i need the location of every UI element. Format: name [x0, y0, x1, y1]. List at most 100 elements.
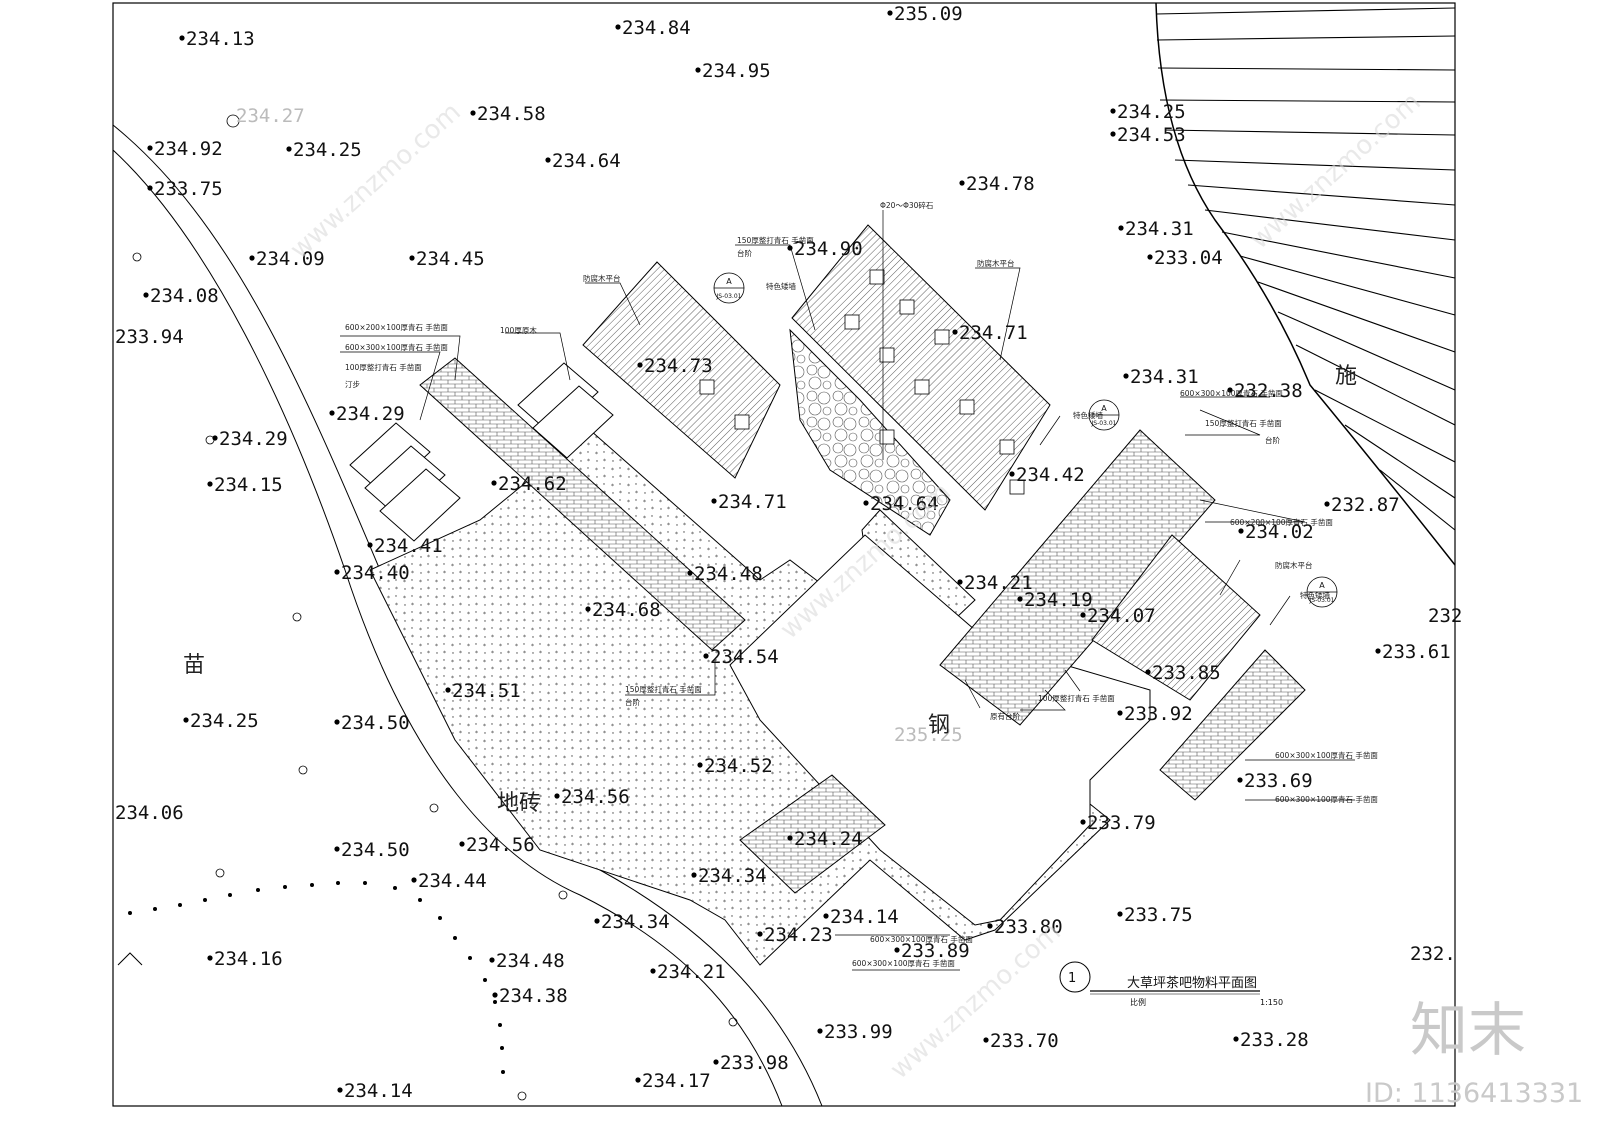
elevation-point-marker [1324, 501, 1330, 507]
elevation-point-marker [1145, 669, 1151, 675]
zone-labels: 苗 施 地砖 钢 [183, 364, 1357, 816]
elevation-label: 234.21 [964, 572, 1033, 594]
callout-1-bottom: JS-03.01 [716, 293, 742, 300]
note-deck-3: 防腐木平台 [1275, 560, 1313, 570]
stone-steps-right [939, 429, 1216, 726]
elevation-label: 234.15 [214, 474, 283, 496]
note-stone-600x300-r: 600×300×100厚青石 手凿面 [1180, 388, 1283, 398]
elevation-point-marker [691, 872, 697, 878]
note-gravel: Φ20～Φ30碎石 [880, 200, 934, 210]
timber-deck-left [582, 261, 781, 479]
callout-2-top: A [1101, 404, 1107, 413]
elevation-point-marker [492, 992, 498, 998]
elevation-point-marker [334, 846, 340, 852]
elevation-label: 233.98 [720, 1052, 789, 1074]
leader-lines [340, 210, 1355, 971]
drawing-title: 大草坪茶吧物料平面图 [1127, 975, 1257, 991]
note-stone-600x300-b1: 600×300×100厚青石 手凿面 [870, 934, 973, 944]
elevation-label: 234.17 [642, 1070, 711, 1092]
elevation-label: 233.61 [1382, 641, 1451, 663]
elevation-point-marker [757, 931, 763, 937]
elevation-point-marker [615, 24, 621, 30]
elevation-label: 233.85 [1152, 662, 1221, 684]
elevation-point-marker [334, 719, 340, 725]
elevation-point-marker [1147, 254, 1153, 260]
elevation-point-marker [952, 329, 958, 335]
elevation-label: 234.48 [496, 950, 565, 972]
elevation-point-marker [695, 67, 701, 73]
scale-label: 比例 [1130, 997, 1146, 1007]
note-stone-150-r: 150厚整打青石 手凿面 [1205, 418, 1282, 428]
note-stone-600x300-b2: 600×300×100厚青石 手凿面 [852, 958, 955, 968]
elevation-point-marker [1117, 911, 1123, 917]
elevation-point-marker [703, 653, 709, 659]
elevation-point-marker [207, 481, 213, 487]
slope-hatch [1155, 2, 1456, 566]
elevation-point-marker [1017, 596, 1023, 602]
zone-label-construction: 施 [1335, 364, 1357, 389]
zone-label-floor-tile: 地砖 [497, 791, 541, 816]
elevation-label: 233.75 [154, 178, 223, 200]
elevation-label: 233.89 [901, 940, 970, 962]
elevation-point-marker [983, 1037, 989, 1043]
elevation-label: 234.07 [1087, 605, 1156, 627]
elevation-point-marker [1375, 648, 1381, 654]
elevation-label: 234.34 [698, 865, 767, 887]
stone-walkway-a [419, 357, 746, 651]
note-feature-wall-3: 特色矮墙 [1300, 590, 1330, 600]
elevation-label: 232.38 [1234, 380, 1303, 402]
elevation-label: 234.23 [764, 924, 833, 946]
note-stone-600x300-fr2: 600×300×100厚青石 手凿面 [1275, 794, 1378, 804]
elevation-point-marker [1009, 471, 1015, 477]
elevation-label: 234.48 [694, 563, 763, 585]
elevation-label: 233.70 [990, 1030, 1059, 1052]
note-stepping: 汀步 [345, 380, 360, 389]
elevation-point-marker [147, 185, 153, 191]
title-block [1059, 961, 1260, 995]
elevation-point-marker [143, 292, 149, 298]
callout-1-top: A [726, 277, 732, 286]
elevation-label: 235.09 [894, 3, 963, 25]
note-steps-c: 台阶 [625, 697, 640, 707]
elevation-point-marker [823, 913, 829, 919]
elevation-label: 234.40 [341, 562, 410, 584]
note-existing-steps: 原有台阶 [990, 711, 1020, 721]
stepping-stones [349, 362, 614, 542]
elevation-point-marker [817, 1028, 823, 1034]
note-stone-100-c: 100厚整打青石 手凿面 [1038, 693, 1115, 703]
zone-label-nursery: 苗 [183, 653, 205, 678]
timber-deck-center [791, 224, 1051, 511]
tables [699, 269, 1025, 495]
elevation-label: 235.25 [894, 724, 963, 746]
elevation-label: 232.87 [1331, 494, 1400, 516]
elevation-label: 233.92 [1124, 703, 1193, 725]
elevation-point-marker [585, 606, 591, 612]
note-deck-1: 防腐木平台 [977, 258, 1015, 268]
title-index-circle [1059, 961, 1091, 993]
elevation-point-marker [470, 110, 476, 116]
title-index: 1 [1068, 971, 1076, 986]
elevation-point-marker [687, 570, 693, 576]
elevation-point-marker [787, 245, 793, 251]
elevation-point-marker [334, 569, 340, 575]
timber-deck-right [1091, 534, 1261, 701]
elevation-label: 234.50 [341, 839, 410, 861]
elevation-label: 233.04 [1154, 247, 1223, 269]
material-notes: 150厚整打青石 手凿面 台阶 Φ20～Φ30碎石 防腐木平台 防腐木平台 60… [345, 200, 1378, 968]
trees [132, 114, 738, 1101]
watermark-id: ID: 1136413331 [1365, 1078, 1583, 1109]
elevation-label: 234.52 [704, 755, 773, 777]
scale-value: 1:150 [1260, 998, 1283, 1007]
elevation-point-marker [713, 1059, 719, 1065]
elevation-point-marker [459, 841, 465, 847]
callout-3-bottom: JS-03.01 [1309, 597, 1335, 604]
elevation-point-marker [489, 957, 495, 963]
elevation-point-marker [183, 717, 189, 723]
elevation-label: 234.68 [592, 599, 661, 621]
elevation-label: 234.62 [498, 473, 567, 495]
elevation-point-marker [554, 793, 560, 799]
elevation-label: 234.44 [418, 870, 487, 892]
elevation-label: 233.79 [1087, 812, 1156, 834]
